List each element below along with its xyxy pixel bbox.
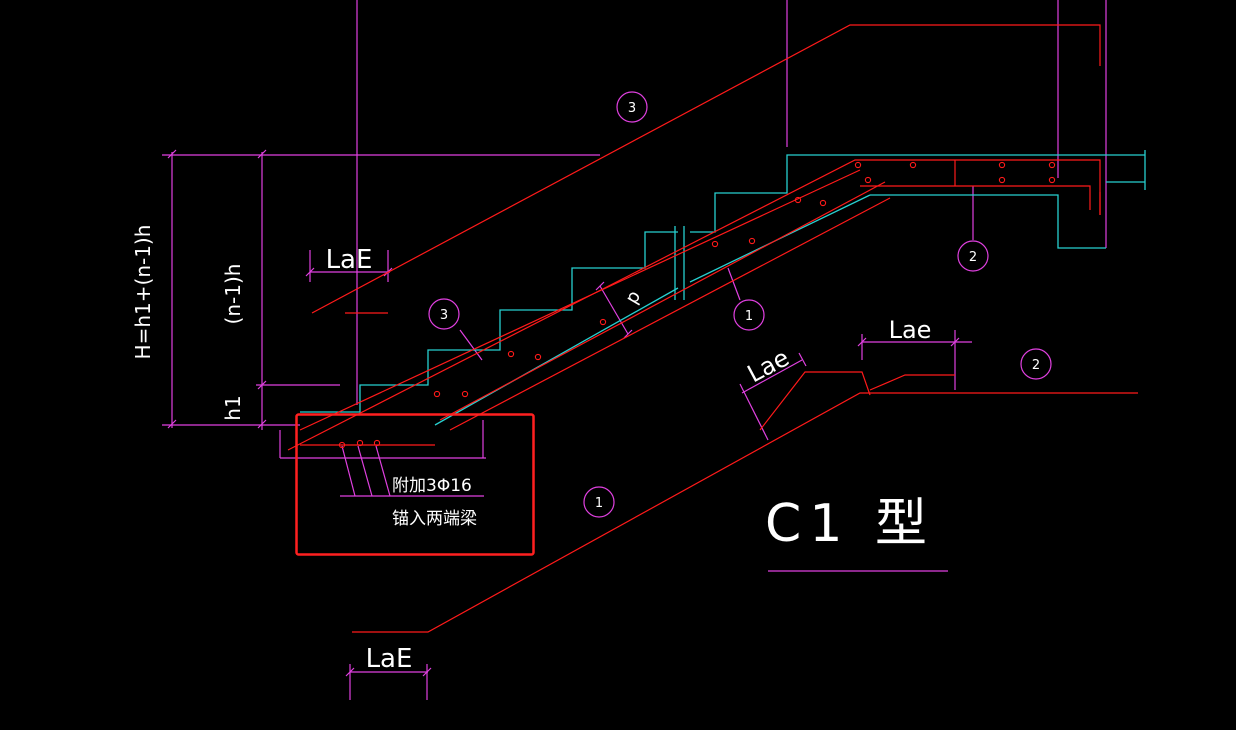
slab-thickness-label: p	[621, 287, 645, 307]
callout-3-top: 3	[628, 101, 636, 116]
lae-top-left-label: LaE	[326, 245, 373, 275]
callout-3-mid: 3	[440, 308, 448, 323]
lae-bottom-label: LaE	[366, 644, 413, 674]
rebar-dots	[338, 161, 1056, 449]
callout-labels: 3 3 1 2 2 1	[440, 101, 1040, 511]
first-step-label: h1	[221, 395, 245, 420]
highlight-box	[295, 413, 535, 556]
total-height-label: H=h1+(n-1)h	[131, 225, 155, 360]
stair-concrete-outline	[300, 150, 1146, 426]
note-line-1: 附加3Φ16	[392, 476, 472, 496]
flight-height-label: (n-1)h	[221, 264, 245, 325]
callout-1-bottom: 1	[595, 496, 603, 511]
callout-circles	[428, 91, 1052, 518]
callout-2-top: 2	[969, 250, 977, 265]
note-line-2: 锚入两端梁	[392, 509, 477, 529]
callout-2-right: 2	[1032, 358, 1040, 373]
callout-1-right: 1	[745, 309, 753, 324]
lae-right-lower-label: Lae	[743, 344, 794, 389]
lae-right-upper-label: Lae	[889, 316, 932, 344]
drawing-title: C1 型	[765, 494, 935, 554]
dimension-lines	[162, 0, 1107, 700]
rebar-lines	[287, 24, 1138, 633]
